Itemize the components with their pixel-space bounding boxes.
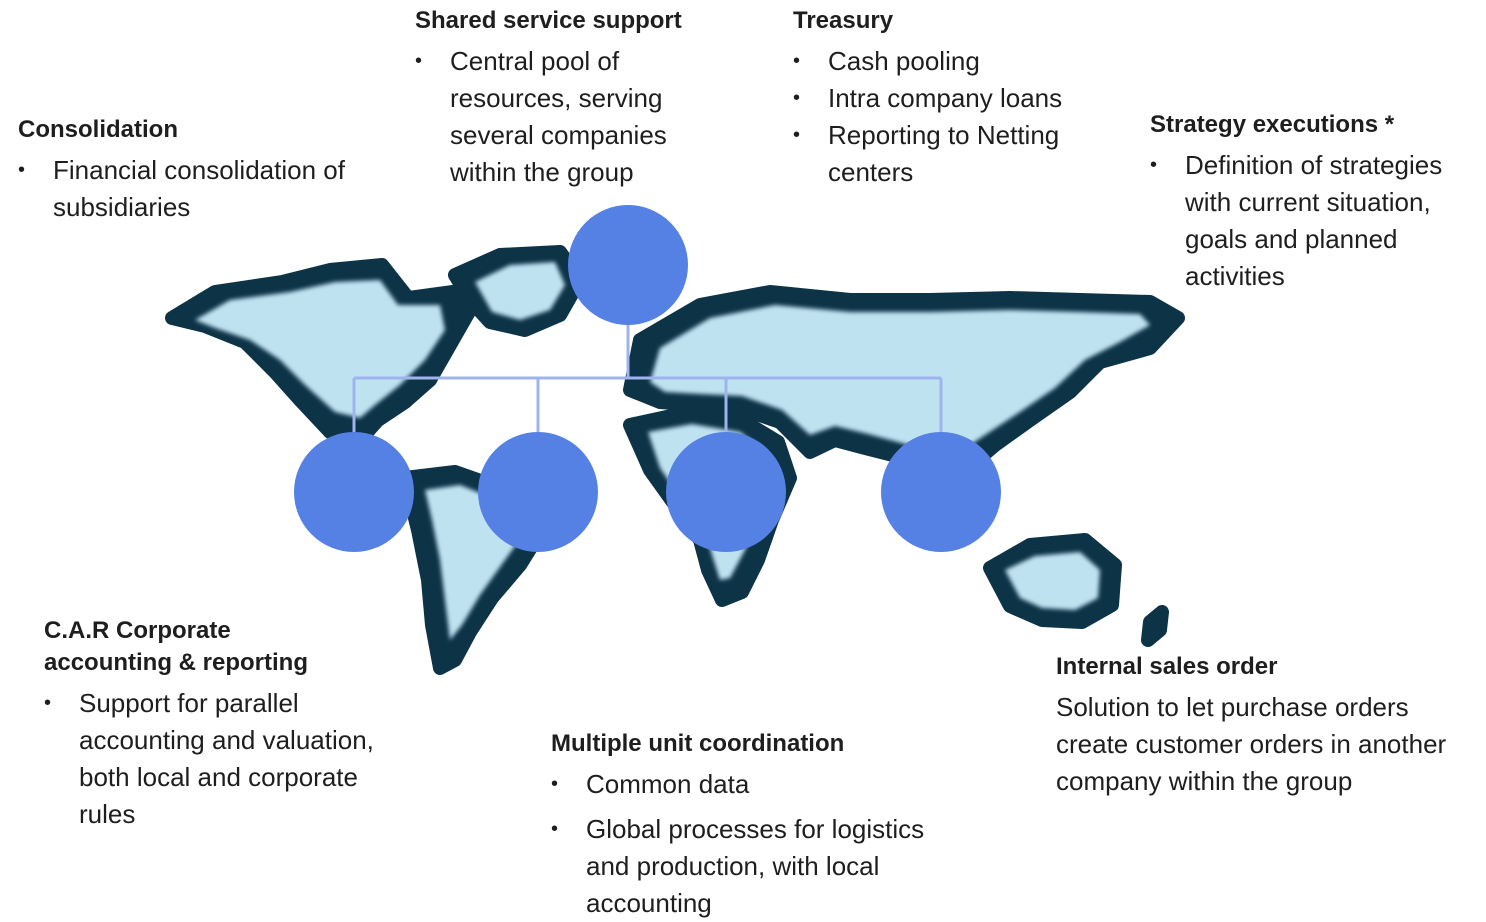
hierarchy-connectors	[352, 325, 943, 432]
subsidiary-node-1	[294, 432, 414, 552]
subsidiary-node-4	[881, 432, 1001, 552]
multiple-unit-block: Multiple unit coordination Common data G…	[551, 728, 971, 922]
multiple-unit-bullets: Common data Global processes for logisti…	[551, 766, 971, 922]
treasury-bullet: Cash pooling	[793, 43, 1093, 80]
multiple-unit-bullet: Common data	[551, 766, 971, 803]
consolidation-bullet: Financial consolidation of subsidiaries	[18, 152, 358, 226]
multiple-unit-title: Multiple unit coordination	[551, 730, 845, 757]
treasury-bullet: Intra company loans	[793, 80, 1093, 117]
strategy-title: Strategy executions *	[1150, 111, 1395, 138]
treasury-bullet: Reporting to Netting centers	[793, 117, 1088, 191]
new-zealand-shape	[1141, 605, 1169, 647]
car-bullet: Support for parallel accounting and valu…	[44, 685, 389, 833]
treasury-block: Treasury Cash pooling Intra company loan…	[793, 5, 1093, 191]
strategy-bullet: Definition of strategies with current si…	[1150, 147, 1470, 295]
multiple-unit-bullet: Global processes for logistics and produ…	[551, 811, 956, 922]
car-title: C.A.R Corporate accounting & reporting	[44, 617, 308, 676]
internal-sales-text: Solution to let purchase orders create c…	[1056, 692, 1447, 796]
treasury-title: Treasury	[793, 7, 894, 34]
treasury-bullets: Cash pooling Intra company loans Reporti…	[793, 43, 1093, 191]
car-bullets: Support for parallel accounting and valu…	[44, 685, 394, 833]
shared-service-block: Shared service support Central pool of r…	[415, 5, 735, 191]
internal-sales-title: Internal sales order	[1056, 653, 1278, 680]
strategy-block: Strategy executions * Definition of stra…	[1150, 109, 1480, 295]
shared-service-bullet: Central pool of resources, serving sever…	[415, 43, 700, 191]
internal-sales-block: Internal sales order Solution to let pur…	[1056, 651, 1481, 800]
subsidiary-node-3	[666, 432, 786, 552]
subsidiary-node-2	[478, 432, 598, 552]
shared-service-title: Shared service support	[415, 7, 682, 34]
car-block: C.A.R Corporate accounting & reporting S…	[44, 615, 394, 833]
shared-service-bullets: Central pool of resources, serving sever…	[415, 43, 735, 191]
strategy-bullets: Definition of strategies with current si…	[1150, 147, 1480, 295]
consolidation-title: Consolidation	[18, 116, 178, 143]
parent-company-node	[568, 205, 688, 325]
consolidation-block: Consolidation Financial consolidation of…	[18, 114, 358, 226]
consolidation-bullets: Financial consolidation of subsidiaries	[18, 152, 358, 226]
